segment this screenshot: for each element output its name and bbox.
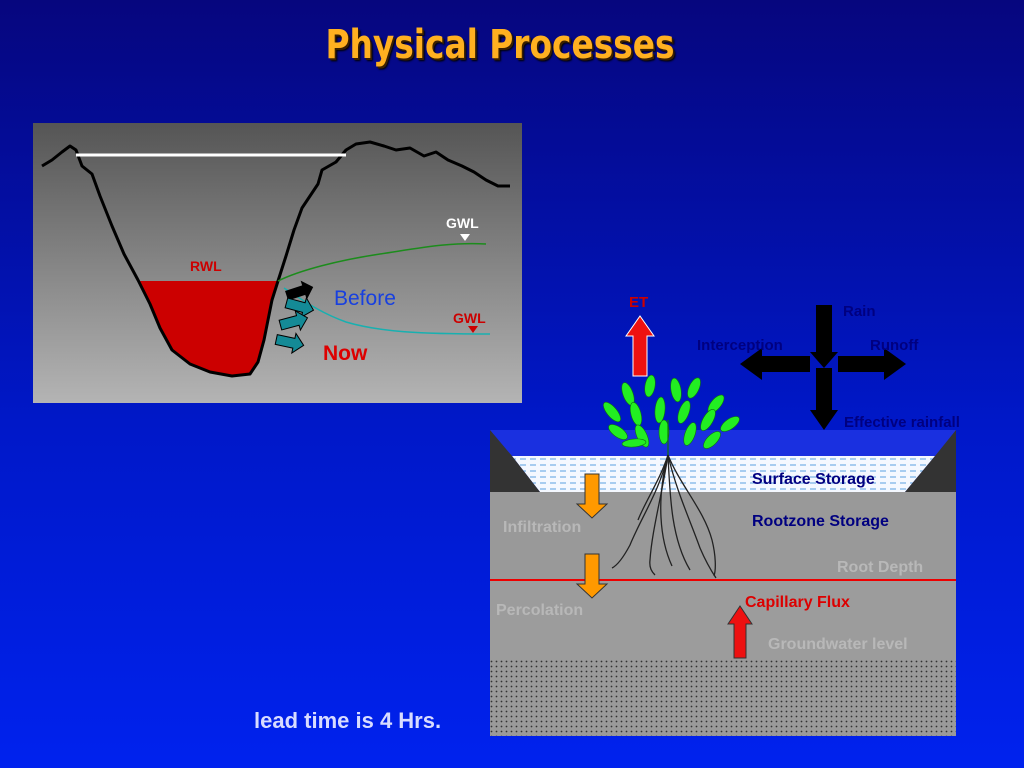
river-panel: RWL GWL GWL Before Now — [33, 123, 522, 403]
lead-time-note: lead time is 4 Hrs. — [254, 708, 442, 733]
gwl-lower-label: GWL — [453, 310, 486, 326]
gwl-upper-label: GWL — [446, 215, 479, 231]
gwl-before-line — [277, 242, 487, 282]
runoff-label: Runoff — [870, 337, 919, 354]
slide-title: Physical Processes — [325, 22, 675, 68]
before-label: Before — [334, 287, 396, 310]
groundwater-level-label: Groundwater level — [768, 636, 908, 653]
now-label: Now — [323, 342, 368, 365]
river-panel-background — [33, 123, 522, 403]
et-arrow — [625, 315, 655, 377]
rootzone-layer — [490, 492, 956, 580]
plant-leaves — [603, 374, 740, 455]
gwl-marker-red-triangle — [468, 326, 478, 333]
rwl-label: RWL — [190, 258, 222, 274]
subsoil-layer — [490, 580, 956, 660]
gwl-marker-white-triangle — [460, 234, 470, 241]
et-label: ET — [629, 294, 648, 311]
rootzone-storage-label: Rootzone Storage — [752, 513, 889, 530]
effective-rainfall-label: Effective rainfall — [844, 414, 960, 431]
left-bank — [490, 430, 540, 492]
interception-label: Interception — [697, 337, 783, 354]
channel-outline — [41, 140, 510, 378]
infiltration-arrow — [575, 473, 609, 519]
percolation-arrow — [575, 553, 609, 599]
gwl-now-line — [283, 287, 491, 335]
plant-roots — [611, 454, 717, 579]
runoff-arrow — [838, 348, 906, 380]
river-water — [140, 281, 278, 376]
capillary-flux-label: Capillary Flux — [745, 594, 850, 611]
surface-storage-water — [512, 456, 935, 492]
effective-rainfall-arrow — [810, 368, 838, 430]
right-bank — [905, 430, 956, 492]
soil-panel: ET Rain Interception Runoff Effective ra… — [490, 294, 960, 736]
interception-arrow — [740, 348, 810, 380]
rain-label: Rain — [843, 303, 876, 320]
infiltration-label: Infiltration — [503, 519, 581, 536]
percolation-label: Percolation — [496, 602, 583, 619]
surface-storage-label: Surface Storage — [752, 471, 875, 488]
groundwater-layer — [490, 660, 956, 736]
seepage-arrows — [274, 280, 315, 355]
rain-arrow — [810, 305, 838, 368]
root-depth-label: Root Depth — [837, 559, 923, 576]
capillary-flux-arrow — [727, 605, 753, 659]
